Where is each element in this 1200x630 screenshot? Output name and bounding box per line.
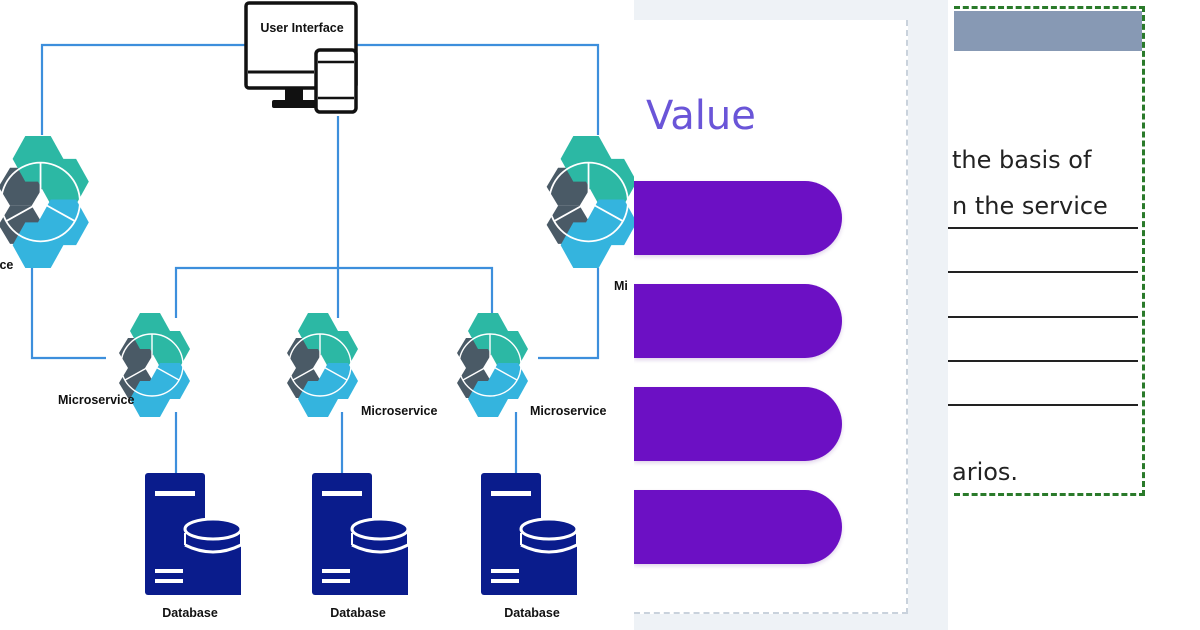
table-text-line: the basis of [952, 146, 1092, 174]
microservice-label: Microservice [58, 393, 134, 407]
value-panel: Value [634, 0, 948, 630]
table-row-divider [948, 271, 1138, 273]
microservice-hex-icon [456, 312, 529, 418]
connectors [30, 43, 600, 476]
value-pill-1 [634, 181, 842, 255]
table-row-divider [948, 360, 1138, 362]
database-label: Database [330, 606, 386, 620]
comparison-table-panel: the basis of n the service arios. [948, 0, 1200, 630]
microservice-hex-icon-left [0, 135, 90, 269]
right-service-label: Mi [614, 279, 628, 293]
table-row-divider [948, 404, 1138, 406]
value-pill-2 [634, 284, 842, 358]
table-text-line: n the service [952, 192, 1108, 220]
table-row-divider [948, 316, 1138, 318]
table-text-line: arios. [952, 458, 1019, 486]
database-icon [310, 471, 410, 597]
monitor-phone-icon [244, 1, 358, 114]
table-row-divider [948, 227, 1138, 229]
microservice-hex-icon [286, 312, 359, 418]
architecture-diagram: User Interface ice Mi Microservice Micro… [0, 1, 634, 620]
database-icon [479, 471, 579, 597]
comparison-table [954, 6, 1145, 496]
user-interface-label: User Interface [260, 21, 343, 35]
left-service-label: ice [0, 258, 13, 272]
database-label: Database [162, 606, 218, 620]
microservice-label: Microservice [530, 404, 606, 418]
value-pill-3 [634, 387, 842, 461]
database-label: Database [504, 606, 560, 620]
value-pill-4 [634, 490, 842, 564]
microservice-hex-icon-right [545, 135, 634, 269]
value-title: Value [646, 93, 756, 139]
value-card: Value [634, 20, 908, 614]
database-icon [143, 471, 243, 597]
table-header [954, 11, 1142, 51]
microservice-label: Microservice [361, 404, 437, 418]
